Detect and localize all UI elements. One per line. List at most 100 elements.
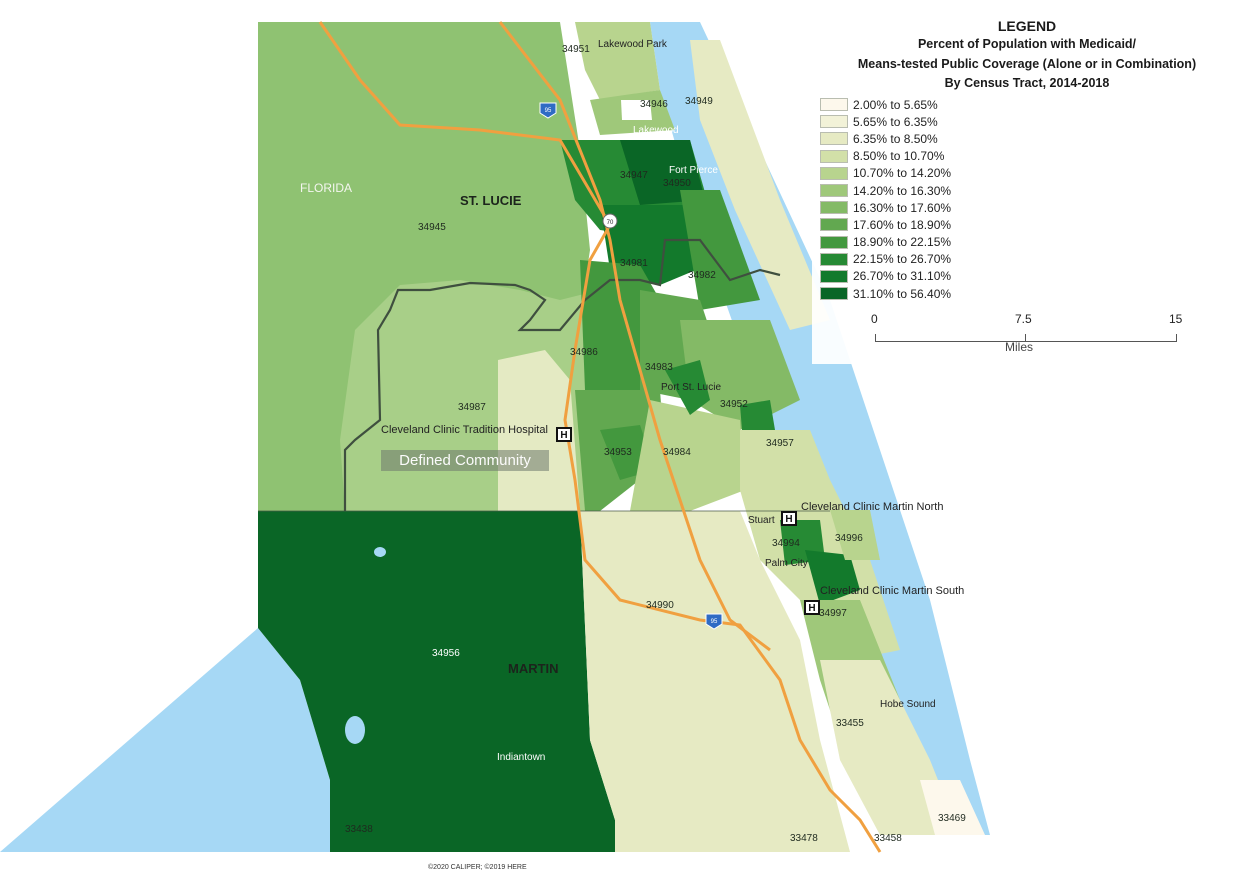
zip-label: 33469 <box>938 813 966 824</box>
legend-row: 18.90% to 22.15% <box>820 234 951 251</box>
zip-label: 34957 <box>766 438 794 449</box>
zip-label: 34946 <box>640 99 668 110</box>
legend-row: 31.10% to 56.40% <box>820 285 951 302</box>
legend-swatch <box>820 252 848 266</box>
legend-label: 22.15% to 26.70% <box>853 252 952 267</box>
legend-title-line3: By Census Tract, 2014-2018 <box>944 76 1110 90</box>
i95-shield-south: 95 <box>705 613 723 630</box>
svg-text:95: 95 <box>711 619 718 625</box>
place-port-st-lucie: Port St. Lucie <box>661 382 721 393</box>
legend-row: 8.50% to 10.70% <box>820 148 951 165</box>
svg-text:95: 95 <box>545 108 552 114</box>
tract-34982 <box>680 190 760 310</box>
scale-mid-tick <box>1025 334 1026 342</box>
svg-text:H: H <box>785 514 792 525</box>
tract-34990 <box>580 511 850 852</box>
legend-label: 8.50% to 10.70% <box>853 149 945 164</box>
legend-swatch <box>820 149 848 163</box>
zip-label: 34952 <box>720 399 748 410</box>
tract-33469 <box>920 780 985 835</box>
zip-label: 34951 <box>562 44 590 55</box>
zip-label: 34949 <box>685 96 713 107</box>
defined-community-label: Defined Community <box>381 450 549 471</box>
zip-label: 34981 <box>620 258 648 269</box>
zip-label: 34945 <box>418 222 446 233</box>
zip-label: 34947 <box>620 170 648 181</box>
legend-swatch <box>820 184 848 198</box>
legend-label: 31.10% to 56.40% <box>853 286 952 301</box>
svg-text:H: H <box>560 430 567 441</box>
zip-label: 34984 <box>663 447 691 458</box>
legend-row: 5.65% to 6.35% <box>820 113 951 130</box>
tract-34956 <box>258 511 615 852</box>
svg-text:70: 70 <box>607 220 614 226</box>
legend-swatch <box>820 201 848 215</box>
water-west-lake <box>258 628 330 852</box>
hospital-marker-martin-south[interactable]: H <box>804 600 820 615</box>
tract-34984 <box>630 400 745 511</box>
zip-label: 34996 <box>835 533 863 544</box>
state-label: FLORIDA <box>300 181 352 195</box>
zip-label: 34983 <box>645 362 673 373</box>
place-hobe-sound: Hobe Sound <box>880 699 936 710</box>
legend-row: 2.00% to 5.65% <box>820 96 951 113</box>
map-credit: ©2020 CALIPER; ©2019 HERE <box>428 864 527 871</box>
highway-i95 <box>498 21 771 652</box>
highway-florida-turnpike <box>318 21 882 853</box>
legend-row: 16.30% to 17.60% <box>820 199 951 216</box>
legend-swatch <box>820 98 848 112</box>
zip-label: 34986 <box>570 347 598 358</box>
county-label-martin: MARTIN <box>508 661 559 676</box>
zip-label: 34997 <box>819 608 847 619</box>
scale-max: 15 <box>1169 312 1183 326</box>
tract-34997-dark <box>805 550 860 605</box>
hospital-marker-tradition[interactable]: H <box>556 427 572 442</box>
legend-row: 6.35% to 8.50% <box>820 130 951 147</box>
legend-swatch <box>820 132 848 146</box>
scale-zero: 0 <box>871 312 878 326</box>
place-indiantown: Indiantown <box>497 752 545 763</box>
zip-label: 34950 <box>663 178 691 189</box>
defined-community-outline <box>343 238 781 511</box>
county-label-st-lucie: ST. LUCIE <box>460 193 522 208</box>
legend-row: 17.60% to 18.90% <box>820 216 951 233</box>
zip-label: 33458 <box>874 833 902 844</box>
water-east <box>650 22 990 835</box>
zip-label: 34953 <box>604 447 632 458</box>
hospital-label-martin-north: Cleveland Clinic Martin North <box>801 501 943 513</box>
legend: LEGEND Percent of Population with Medica… <box>812 12 1242 364</box>
legend-label: 18.90% to 22.15% <box>853 235 952 250</box>
zip-label: 34990 <box>646 600 674 611</box>
water-blob <box>374 547 386 557</box>
legend-swatch <box>820 235 848 249</box>
sr70-shield: 70 <box>602 213 618 229</box>
legend-label: 14.20% to 16.30% <box>853 183 952 198</box>
legend-swatch <box>820 218 848 232</box>
hospital-label-tradition: Cleveland Clinic Tradition Hospital <box>381 424 548 436</box>
scale-mid: 7.5 <box>1015 312 1032 326</box>
hospital-marker-martin-north[interactable]: H <box>781 511 797 526</box>
water-west <box>0 628 265 852</box>
legend-label: 2.00% to 5.65% <box>853 97 938 112</box>
legend-label: 10.70% to 14.20% <box>853 166 952 181</box>
place-palm-city: Palm City <box>765 558 808 569</box>
water-blob <box>345 716 365 744</box>
zip-label: 33455 <box>836 718 864 729</box>
zip-label: 33478 <box>790 833 818 844</box>
legend-row: 26.70% to 31.10% <box>820 268 951 285</box>
legend-swatch <box>820 269 848 283</box>
tract-fort-pierce-dense <box>620 140 705 205</box>
scale-units: Miles <box>1005 340 1034 354</box>
legend-swatch <box>820 115 848 129</box>
zip-label: 34994 <box>772 538 800 549</box>
legend-row: 22.15% to 26.70% <box>820 251 951 268</box>
place-stuart: Stuart <box>748 515 775 526</box>
legend-label: 5.65% to 6.35% <box>853 114 938 129</box>
legend-classes: 2.00% to 5.65% 5.65% to 6.35% 6.35% to 8… <box>820 96 951 302</box>
legend-label: 26.70% to 31.10% <box>853 269 952 284</box>
tract-ps-dark <box>665 360 710 415</box>
legend-label: 6.35% to 8.50% <box>853 131 938 146</box>
tract-34951 <box>575 22 660 100</box>
place-lakewood: Lakewood <box>633 125 679 136</box>
